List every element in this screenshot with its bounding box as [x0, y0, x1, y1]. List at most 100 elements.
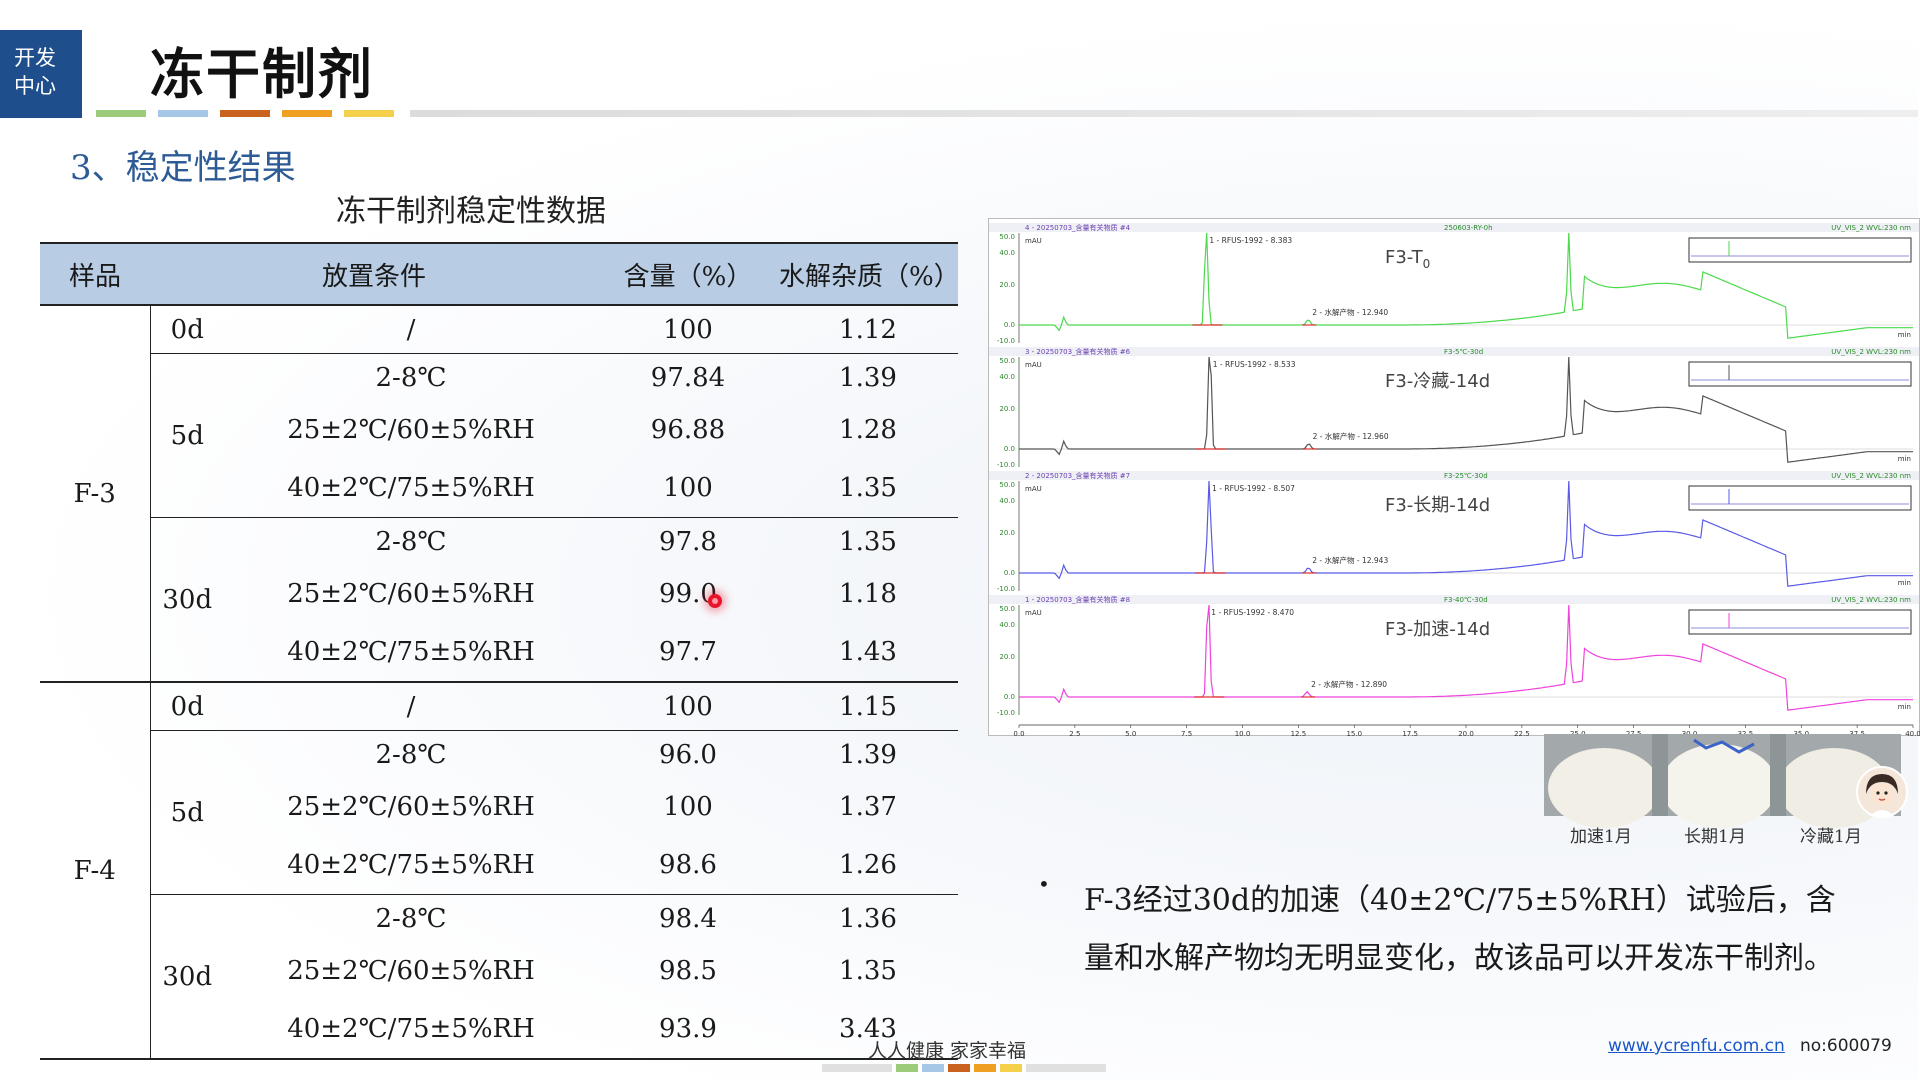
condition-cell: 2-8℃ — [375, 739, 447, 770]
page-title: 冻干制剂 — [150, 43, 374, 106]
panel-header: 2 - 20250703_含量有关物质 #7 — [1025, 471, 1130, 480]
table-row: 40±2℃/75±5%RH 97.7 1.43 — [40, 623, 958, 683]
panel-detector: UV_VIS_2 WVL:230 nm — [1831, 224, 1911, 232]
panel-header-bar — [989, 595, 1919, 604]
y-tick-label: 0.0 — [1004, 321, 1015, 329]
peak-label: 2 - 水解产物 - 12.940 — [1312, 307, 1388, 317]
accent-bar-blue — [158, 110, 208, 117]
time-cell: 0d — [149, 305, 224, 354]
content-cell: 97.84 — [650, 362, 726, 393]
table-header-row: 样品 放置条件 含量（%） 水解杂质（%） — [40, 242, 960, 306]
chromatogram-trace — [1019, 356, 1913, 463]
conclusion-text: F-3经过30d的加速（40±2℃/75±5%RH）试验后，含量和水解产物均无明… — [1084, 883, 1836, 976]
table-row: 40±2℃/75±5%RH 98.6 1.26 — [40, 836, 958, 895]
x-unit-label: min — [1898, 331, 1911, 339]
x-tick-label: 12.5 — [1291, 730, 1307, 738]
table-row: 5d 2-8℃ 96.0 1.39 — [40, 730, 958, 895]
impurity-cell: 1.36 — [839, 903, 897, 934]
condition-cell: 25±2℃/60±5%RH — [287, 956, 535, 986]
inset-box — [1688, 361, 1912, 387]
table-row: 25±2℃/60±5%RH 96.88 1.28 — [40, 401, 958, 459]
header-content: 含量（%） — [598, 242, 778, 306]
impurity-cell: 1.15 — [778, 682, 958, 731]
y-tick-label: 0.0 — [1004, 445, 1015, 453]
peak-label: 2 - 水解产物 - 12.890 — [1311, 679, 1387, 689]
x-tick-label: 0.0 — [1013, 730, 1024, 738]
footer-bar-grey-right — [1026, 1064, 1106, 1072]
footer-bar-blue — [922, 1064, 944, 1072]
panel-header-bar — [989, 347, 1919, 356]
y-tick-label: -10.0 — [997, 585, 1015, 593]
x-tick-label: 2.5 — [1069, 730, 1080, 738]
y-tick-label: 50.0 — [999, 605, 1015, 613]
footer-bar-orange — [974, 1064, 996, 1072]
table-caption: 冻干制剂稳定性数据 — [336, 194, 606, 229]
panel-header-bar — [989, 223, 1919, 232]
inset-box — [1688, 237, 1912, 263]
y-tick-label: 40.0 — [999, 497, 1015, 505]
logo-badge: 开发 中心 — [0, 30, 82, 118]
x-tick-label: 7.5 — [1181, 730, 1192, 738]
x-unit-label: min — [1898, 455, 1911, 463]
chromatogram-trace — [1019, 232, 1913, 339]
panel-sample-label: F3-长期-14d — [1385, 495, 1490, 516]
content-cell: 100 — [663, 792, 713, 822]
peak-label: 1 - RFUS-1992 - 8.533 — [1213, 360, 1296, 369]
time-cell: 30d — [149, 894, 224, 1060]
sample-cell: F-4 — [40, 682, 150, 1060]
y-tick-label: 20.0 — [999, 281, 1015, 289]
panel-sample-label: F3-T0 — [1385, 247, 1430, 271]
y-tick-label: 0.0 — [1004, 693, 1015, 701]
y-tick-label: 20.0 — [999, 653, 1015, 661]
title-divider — [410, 110, 1918, 117]
impurity-cell: 1.26 — [778, 836, 958, 895]
content-cell: 96.0 — [659, 739, 717, 770]
peak-label: 2 - 水解产物 - 12.943 — [1312, 555, 1388, 565]
impurity-cell: 1.35 — [778, 459, 958, 518]
peak-label: 1 - RFUS-1992 - 8.507 — [1212, 484, 1295, 493]
photo-label-refrigerated: 冷藏1月 — [1800, 827, 1862, 847]
condition-cell: 25±2℃/60±5%RH — [287, 415, 535, 445]
y-tick-label: 20.0 — [999, 529, 1015, 537]
impurity-cell: 1.28 — [839, 415, 897, 445]
x-tick-label: 15.0 — [1346, 730, 1362, 738]
panel-sample-label-subscript: 0 — [1423, 257, 1431, 271]
y-unit-label: mAU — [1025, 485, 1042, 493]
content-cell: 100 — [598, 459, 778, 518]
chromatogram-trace — [1019, 480, 1913, 587]
y-tick-label: 50.0 — [999, 233, 1015, 241]
condition-cell: 25±2℃/60±5%RH — [287, 579, 535, 609]
footer-bar-brown — [948, 1064, 970, 1072]
x-tick-label: 5.0 — [1125, 730, 1136, 738]
impurity-cell: 1.35 — [839, 526, 897, 557]
panel-center-text: F3-40℃-30d — [1444, 596, 1488, 604]
footer-bar-grey — [822, 1064, 892, 1072]
footer-page-number: no:600079 — [1800, 1036, 1892, 1056]
peak-label: 1 - RFUS-1992 - 8.383 — [1209, 236, 1292, 245]
logo-line-2: 中心 — [14, 74, 56, 98]
x-tick-label: 10.0 — [1235, 730, 1251, 738]
y-tick-label: 40.0 — [999, 249, 1015, 257]
avatar — [1856, 766, 1908, 818]
panel-center-text: 250603-RY-0h — [1444, 224, 1493, 232]
x-unit-label: min — [1898, 703, 1911, 711]
table-row: 25±2℃/60±5%RH 99.0 1.18 — [40, 565, 958, 623]
footer-bar-green — [896, 1064, 918, 1072]
impurity-cell: 1.43 — [778, 623, 958, 683]
logo-line-1: 开发 — [14, 46, 56, 70]
header-impurity: 水解杂质（%） — [778, 242, 960, 306]
y-tick-label: 50.0 — [999, 357, 1015, 365]
content-cell: 98.6 — [598, 836, 778, 895]
impurity-cell: 1.39 — [839, 739, 897, 770]
footer-website-link[interactable]: www.ycrenfu.com.cn — [1608, 1036, 1785, 1056]
laser-pointer-dot — [708, 594, 722, 608]
content-cell: 98.4 — [659, 903, 717, 934]
condition-cell: 40±2℃/75±5%RH — [224, 1000, 598, 1060]
impurity-cell: 1.35 — [839, 956, 897, 986]
time-cell: 0d — [149, 682, 224, 731]
y-tick-label: 50.0 — [999, 481, 1015, 489]
time-cell: 5d — [149, 730, 224, 895]
time-cell: 5d — [149, 353, 224, 518]
